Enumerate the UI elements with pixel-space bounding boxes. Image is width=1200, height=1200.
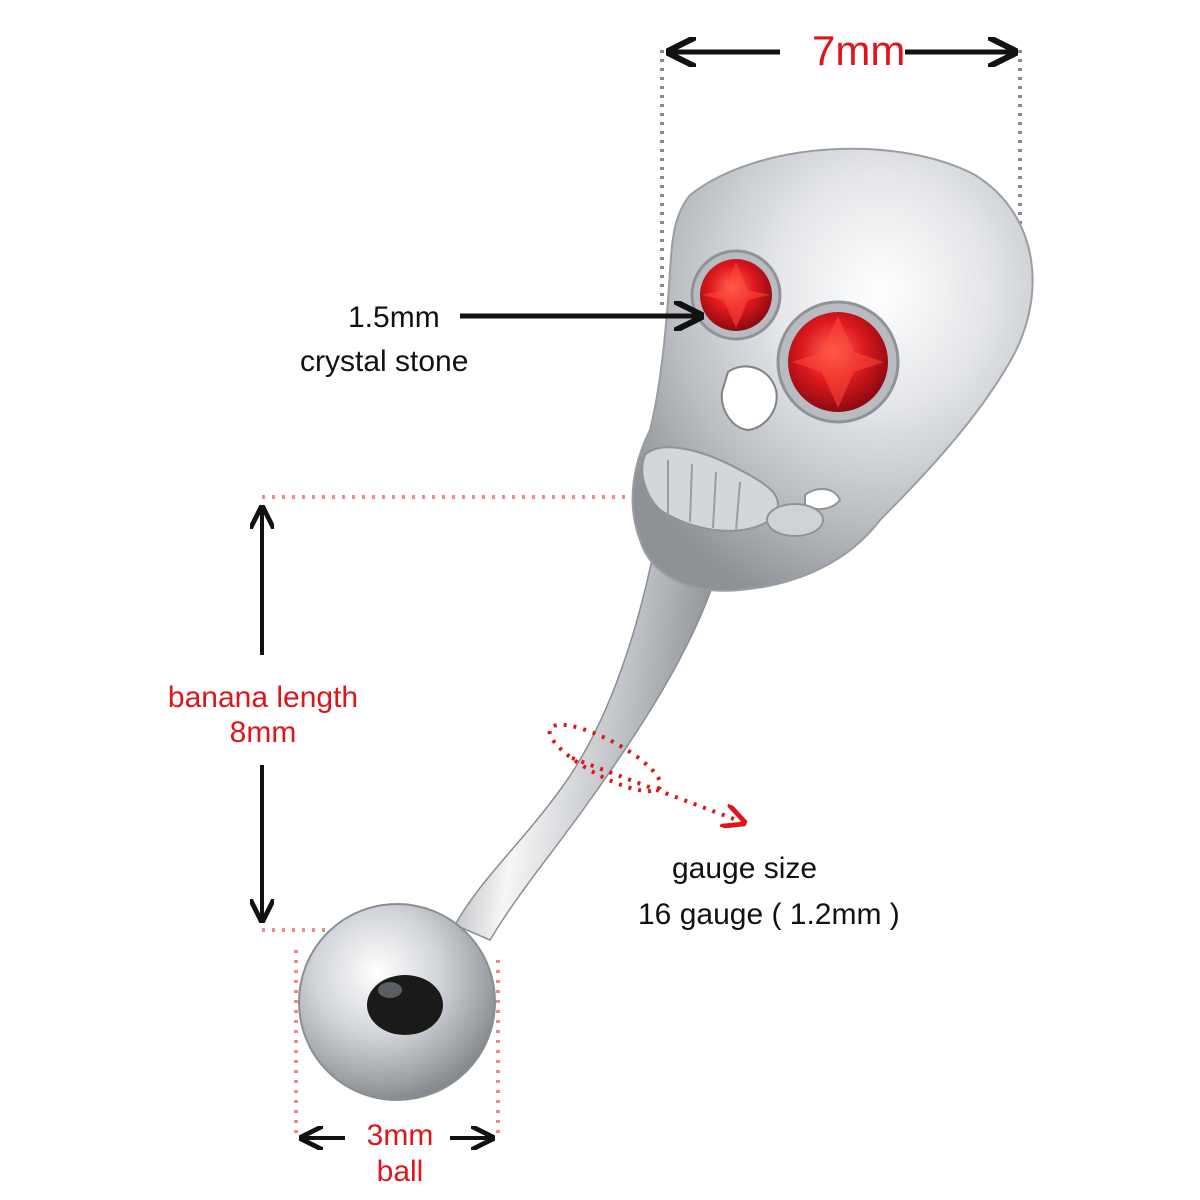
gauge-size-value: 16 gauge ( 1.2mm ) bbox=[638, 898, 900, 931]
crystal-eye-right-icon bbox=[776, 300, 900, 424]
ball-size-text: ball bbox=[376, 1155, 424, 1188]
head-width-label: 7mm bbox=[812, 27, 906, 74]
gauge-label: gauge size 16 gauge ( 1.2mm ) bbox=[638, 846, 900, 938]
crystal-size-label: 1.5mm bbox=[348, 301, 440, 334]
gauge-size-text: gauge size bbox=[672, 852, 818, 885]
crystal-desc-label: crystal stone bbox=[300, 345, 469, 378]
curved-bar bbox=[453, 544, 723, 941]
crystal-label: 1.5mm crystal stone bbox=[300, 296, 468, 384]
ball-width-dimension bbox=[294, 950, 500, 1140]
crystal-eye-left-icon bbox=[690, 249, 782, 341]
gauge-indicator bbox=[547, 722, 742, 822]
ball-size-value: 3mm bbox=[366, 1119, 434, 1152]
end-ball bbox=[298, 903, 496, 1101]
ball-label: 3mm ball bbox=[340, 1118, 460, 1190]
banana-length-label: banana length 8mm bbox=[148, 680, 378, 750]
banana-length-value: 8mm bbox=[229, 716, 297, 749]
banana-length-dimension bbox=[262, 495, 630, 932]
banana-length-text: banana length bbox=[167, 681, 359, 714]
